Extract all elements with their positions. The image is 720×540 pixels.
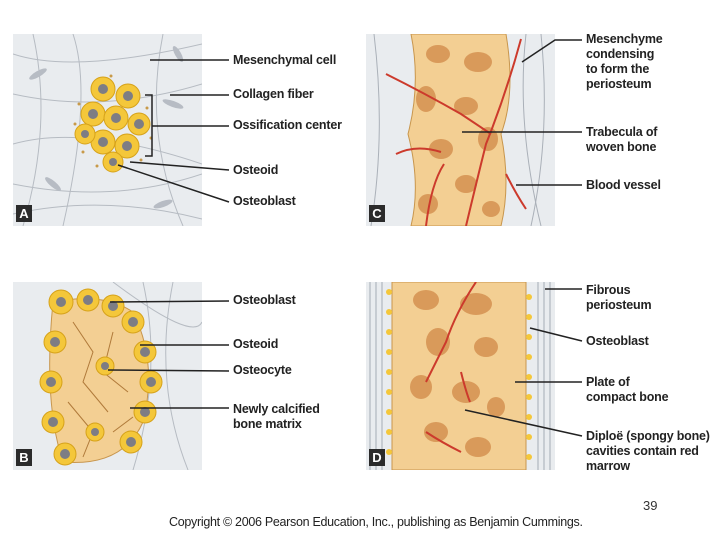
panel-c-letter: C (369, 205, 385, 222)
calcified-matrix-illustration (13, 282, 202, 470)
ossification-center-illustration (13, 34, 202, 226)
panel-d-image: D (366, 282, 555, 470)
label-plate-compact-bone: Plate of compact bone (586, 375, 669, 404)
label-fibrous-periosteum: Fibrous periosteum (586, 283, 652, 312)
page-number: 39 (643, 498, 658, 513)
woven-bone-illustration (366, 34, 555, 226)
panel-b-image: B (13, 282, 202, 470)
label-osteoid-a: Osteoid (233, 163, 279, 177)
label-osteoblast-b: Osteoblast (233, 293, 296, 307)
label-newly-calcified-matrix: Newly calcified bone matrix (233, 402, 320, 431)
label-blood-vessel: Blood vessel (586, 178, 661, 192)
copyright-notice: Copyright © 2006 Pearson Education, Inc.… (169, 515, 583, 529)
label-mesenchymal-cell: Mesenchymal cell (233, 53, 337, 67)
panel-d-letter: D (369, 449, 385, 466)
label-osteoblast-a: Osteoblast (233, 194, 296, 208)
label-osteoid-b: Osteoid (233, 337, 279, 351)
label-osteoblast-d: Osteoblast (586, 334, 649, 348)
label-osteocyte: Osteocyte (233, 363, 292, 377)
label-ossification-center: Ossification center (233, 118, 342, 132)
label-collagen-fiber: Collagen fiber (233, 87, 314, 101)
label-mesenchyme-periosteum: Mesenchyme condensing to form the perios… (586, 32, 663, 91)
label-diploe-spongy-bone: Diploë (spongy bone) cavities contain re… (586, 429, 710, 473)
label-trabecula-woven-bone: Trabecula of woven bone (586, 125, 658, 154)
panel-a-letter: A (16, 205, 32, 222)
panel-b-letter: B (16, 449, 32, 466)
panel-c-image: C (366, 34, 555, 226)
panel-a-image: A (13, 34, 202, 226)
spongy-bone-illustration (366, 282, 555, 470)
